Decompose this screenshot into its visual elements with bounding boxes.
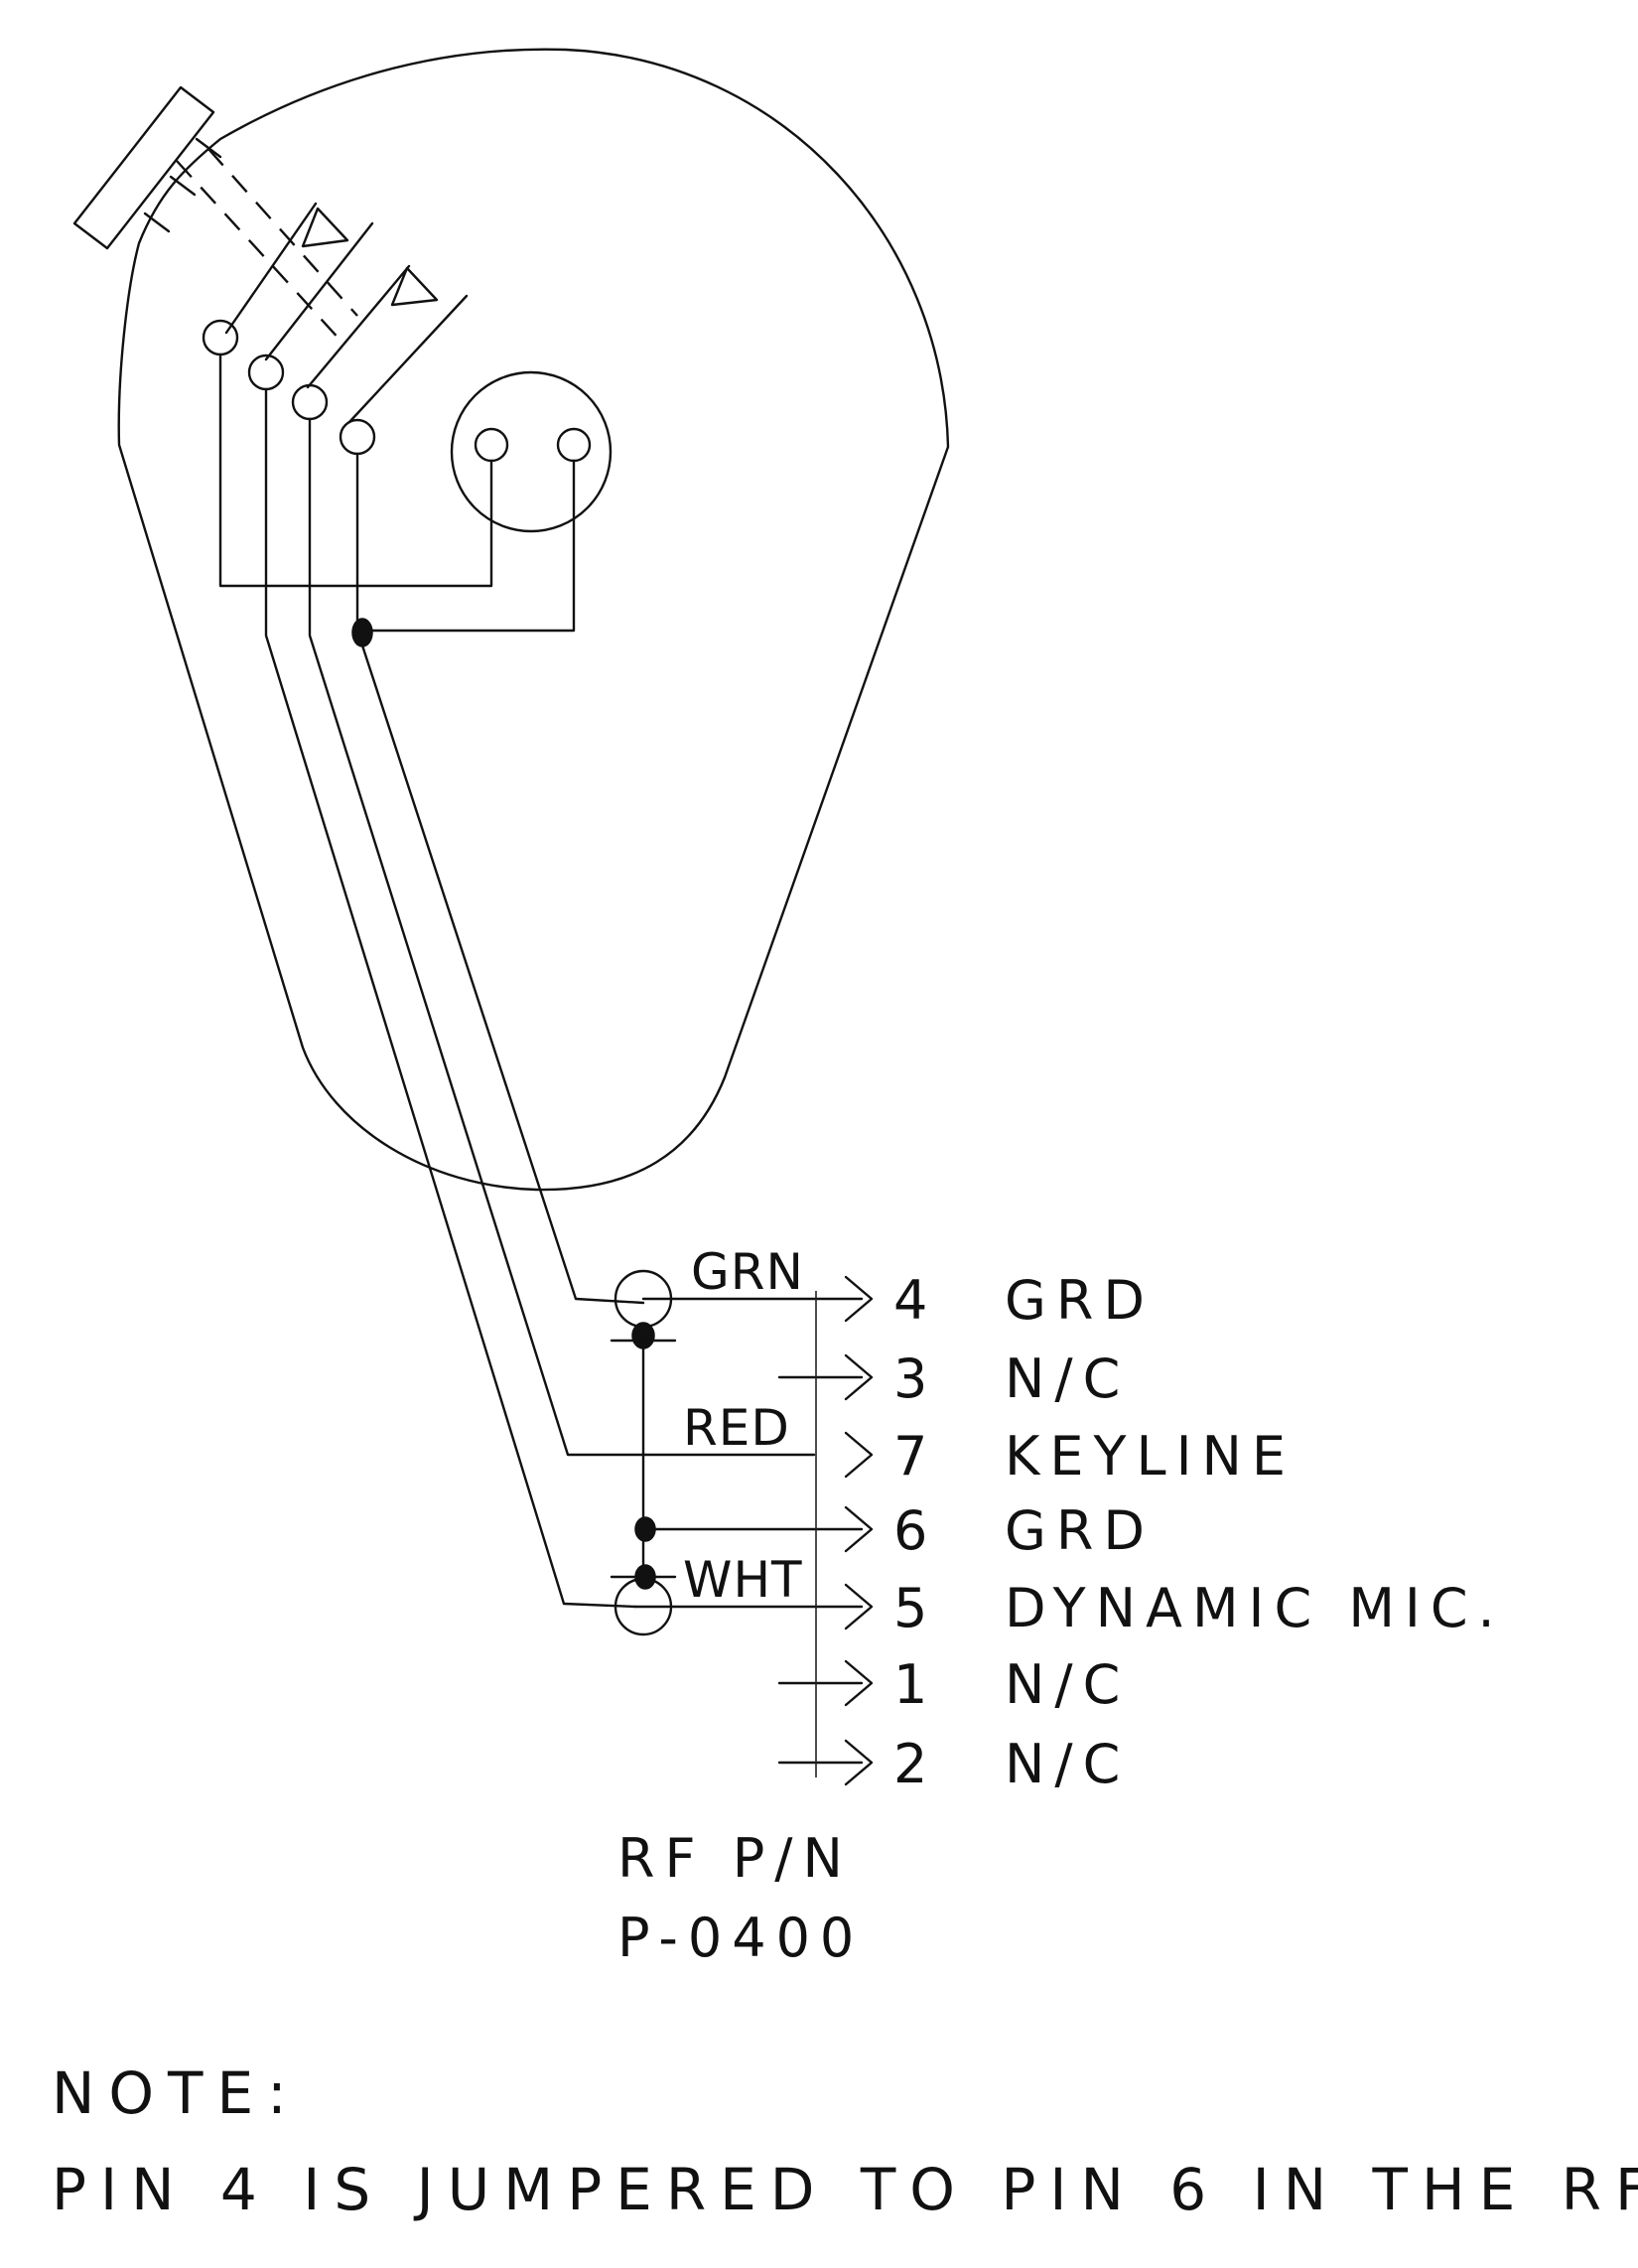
pin-function: GRD	[1005, 1499, 1155, 1562]
pin-arrow-icon	[844, 1659, 874, 1707]
switch-contact-triangle-1	[301, 207, 349, 248]
pin-function: N/C	[1005, 1347, 1130, 1410]
pin-row: 7 KEYLINE	[844, 1425, 1296, 1488]
wire-mic-to-junction	[357, 459, 576, 633]
pin-row: 4 GRD	[844, 1269, 1155, 1332]
mic-element-body	[450, 370, 613, 533]
switch-blade-4	[347, 294, 469, 424]
pin-row: 2 N/C	[844, 1733, 1130, 1795]
part-number-label: RF P/N	[617, 1827, 853, 1890]
connector	[610, 1269, 864, 1777]
pin-arrow-icon	[844, 1431, 874, 1479]
part-number-value: P-0400	[617, 1907, 864, 1969]
switch-blade-1	[224, 202, 318, 335]
wire-label-red: RED	[683, 1399, 790, 1457]
internal-wiring	[218, 353, 816, 1609]
switch-terminal-3	[291, 383, 329, 421]
wire-label-green: GRN	[691, 1243, 804, 1301]
pin-row: 1 N/C	[844, 1653, 1130, 1716]
switch-terminal-1	[202, 319, 239, 356]
switch-actuator-dashed-2	[207, 148, 358, 317]
mic-element	[450, 370, 613, 533]
junction-dot-internal	[351, 618, 373, 647]
pin-number: 3	[893, 1347, 937, 1410]
ptt-switch	[72, 85, 469, 456]
pin-number: 1	[893, 1653, 937, 1716]
pin-row: 6 GRD	[844, 1499, 1155, 1562]
switch-blade-3	[306, 264, 411, 389]
pin-function: DYNAMIC MIC.	[1005, 1577, 1505, 1639]
pin-row: 5 DYNAMIC MIC.	[844, 1577, 1505, 1639]
mic-housing-outline	[117, 48, 950, 1192]
pin-row: 3 N/C	[844, 1347, 1130, 1410]
pin-number: 2	[893, 1733, 937, 1795]
cable-conductor-white	[264, 387, 637, 1609]
pin-number: 7	[893, 1425, 937, 1488]
pin-function: KEYLINE	[1005, 1425, 1296, 1488]
junction-dot-pin4	[631, 1322, 655, 1349]
pin-arrow-icon	[844, 1505, 874, 1553]
mic-element-terminal-left	[474, 427, 509, 463]
note-text: PIN 4 IS JUMPERED TO PIN 6 IN THE RF-301…	[52, 2156, 1638, 2223]
pin-function: N/C	[1005, 1653, 1130, 1716]
mic-element-terminal-right	[556, 427, 592, 463]
pin-arrow-icon	[844, 1583, 874, 1630]
ptt-actuator-dashed	[176, 160, 343, 344]
cable-conductor-red	[308, 417, 816, 1457]
switch-contact-triangle-2	[390, 266, 439, 307]
cable-conductor-green	[360, 643, 645, 1305]
pin-number: 4	[893, 1269, 937, 1332]
wire-label-white: WHT	[683, 1551, 803, 1609]
pin-function: GRD	[1005, 1269, 1155, 1332]
ptt-switch-stem	[143, 137, 222, 233]
pin-arrow-icon	[844, 1275, 874, 1323]
pin-arrow-icon	[844, 1353, 874, 1401]
switch-terminal-4	[339, 418, 376, 456]
pin-arrow-icon	[844, 1739, 874, 1786]
pin-number: 6	[893, 1499, 937, 1562]
note-heading: NOTE:	[52, 2059, 301, 2127]
switch-blade-2	[264, 221, 374, 361]
ptt-switch-button	[72, 85, 215, 250]
pin-number: 5	[893, 1577, 937, 1639]
wire-t1-to-mic	[218, 353, 493, 588]
pin-function: N/C	[1005, 1733, 1130, 1795]
